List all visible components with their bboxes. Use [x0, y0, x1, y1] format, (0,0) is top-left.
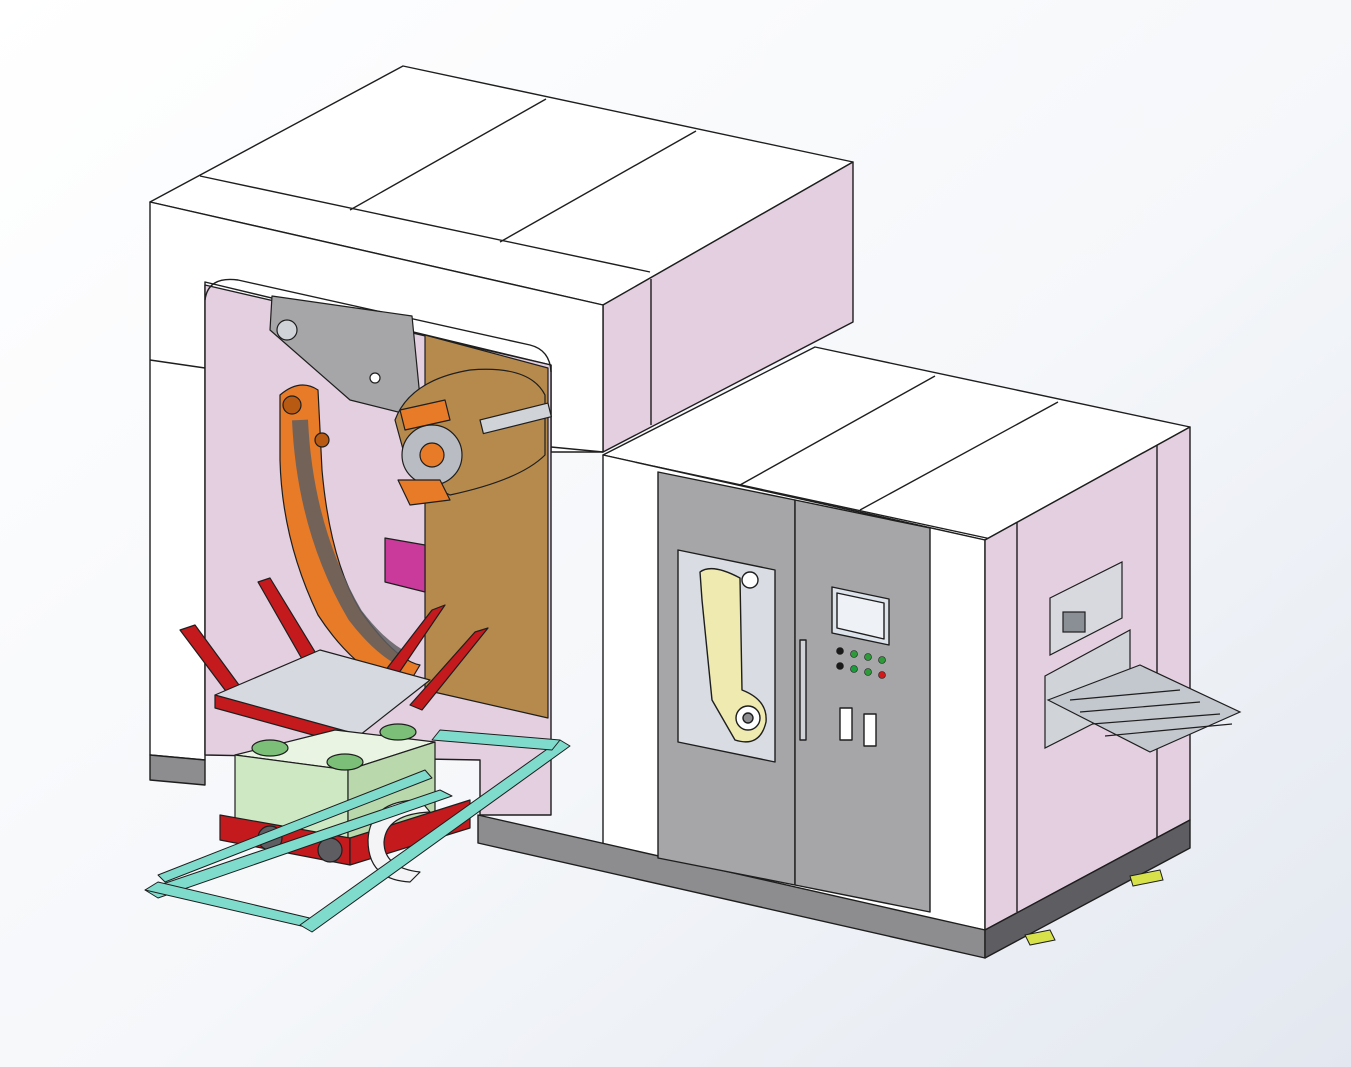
- door-handle[interactable]: [799, 639, 807, 741]
- indicator-light: [864, 653, 872, 661]
- control-cabinet-base-side: [984, 819, 1191, 959]
- indicator-light: [836, 647, 844, 655]
- indicator-light: [864, 668, 872, 676]
- indicator-light-panel: [836, 647, 886, 679]
- indicator-light: [836, 662, 844, 670]
- cabinet-door-right[interactable]: [794, 499, 931, 913]
- main-cabinet-base: [149, 754, 206, 786]
- window-cream-arm: [699, 567, 767, 743]
- interior-mechanism: [144, 295, 571, 933]
- gray-mounting-plate: [269, 295, 423, 419]
- reel-mandrel: [394, 368, 552, 506]
- outlet-assembly[interactable]: [1044, 561, 1242, 753]
- keypad-left[interactable]: [839, 707, 853, 741]
- v-cradle[interactable]: [179, 577, 489, 749]
- floor-rails: [144, 729, 571, 933]
- indicator-light: [850, 650, 858, 658]
- indicator-light: [878, 656, 886, 664]
- leveling-feet: [1024, 869, 1164, 946]
- magenta-guide-box: [384, 537, 426, 593]
- indicator-light: [878, 671, 886, 679]
- indicator-light: [850, 665, 858, 673]
- keypad-right[interactable]: [863, 713, 877, 747]
